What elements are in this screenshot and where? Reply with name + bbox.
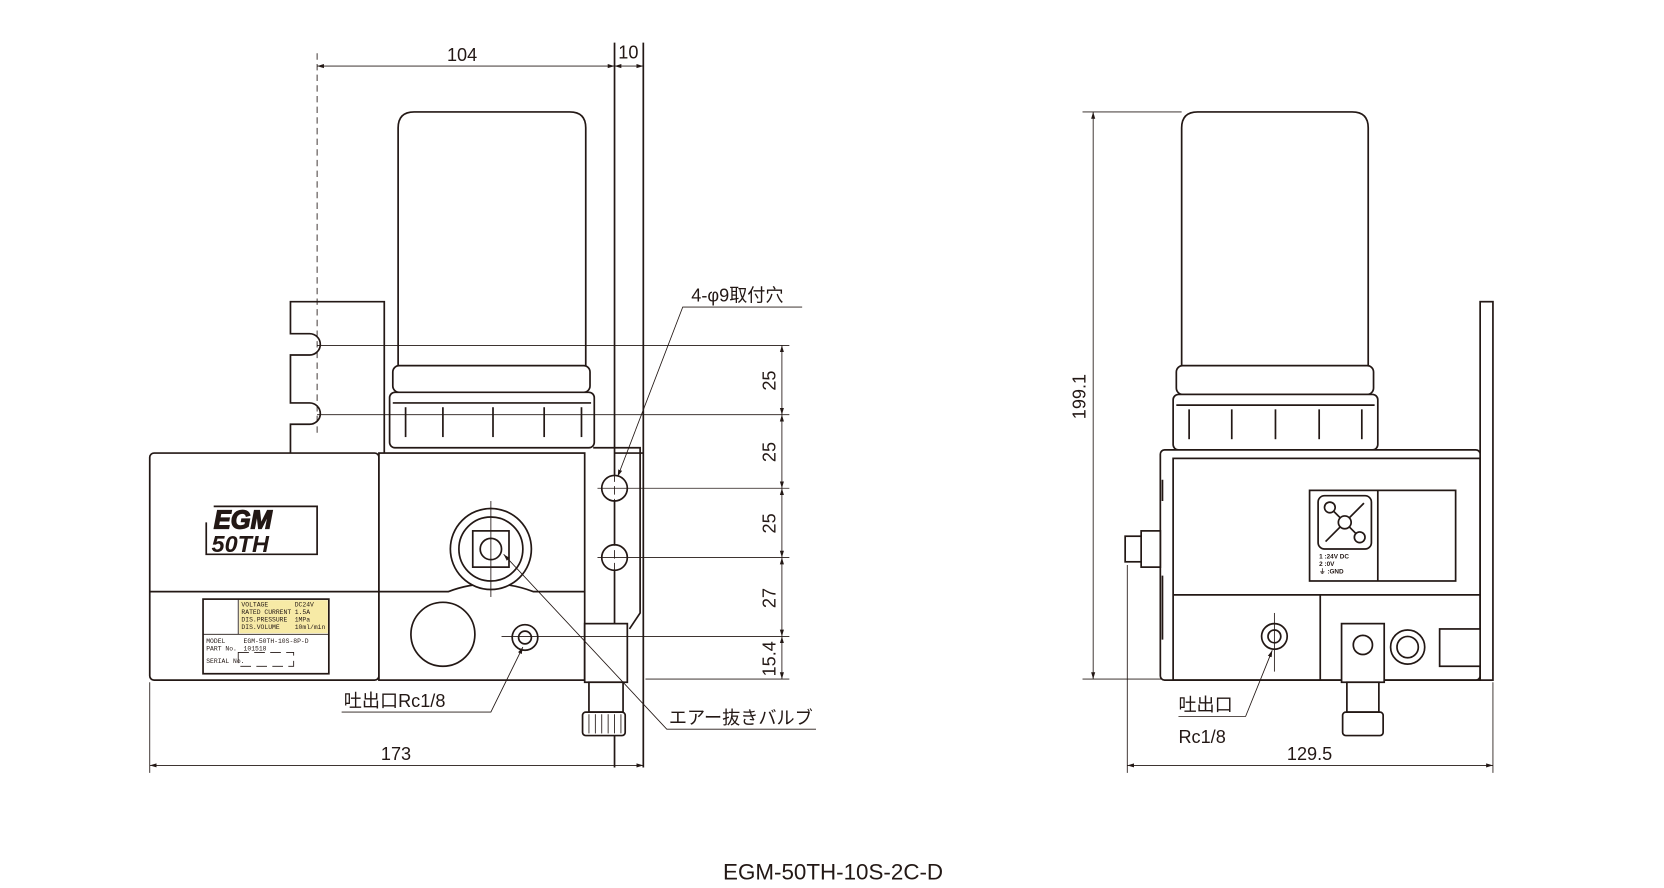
- reservoir-cap: [391, 364, 591, 394]
- brand-logo: EGM 50TH: [205, 505, 318, 557]
- reservoir-ring: [388, 391, 596, 449]
- label-outlet: 吐出口: [1178, 695, 1232, 715]
- dim-width-top: 104: [447, 45, 477, 65]
- svg-text:VOLTAGE: VOLTAGE: [241, 602, 268, 609]
- dim-width: 129.5: [1287, 744, 1332, 764]
- label-mount-holes: 4-φ9取付穴: [691, 286, 783, 306]
- dim-pitch: 25: [760, 370, 780, 390]
- svg-text:2 :0V: 2 :0V: [1319, 561, 1335, 568]
- reservoir: [397, 111, 587, 368]
- plug: [410, 601, 476, 668]
- svg-text:DC24V: DC24V: [295, 602, 314, 609]
- dim-pitch: 27: [760, 588, 780, 608]
- air-vent-block: [583, 622, 629, 684]
- svg-text:1MPa: 1MPa: [295, 616, 310, 623]
- dim-pitch: 25: [760, 442, 780, 462]
- connector-panel: 1 :24V DC 2 :0V ⏚ :GND: [1308, 489, 1457, 582]
- svg-text:10ml/min: 10ml/min: [295, 624, 326, 631]
- svg-text:PART No.: PART No.: [206, 645, 237, 652]
- svg-text:SERIAL No.: SERIAL No.: [206, 658, 244, 665]
- svg-text:⏚ :GND: ⏚ :GND: [1319, 568, 1344, 576]
- ring-ribs: [392, 402, 592, 438]
- reservoir-cap: [1175, 364, 1375, 396]
- svg-text:1 :24V DC: 1 :24V DC: [1319, 554, 1349, 561]
- side-bracket: [1479, 300, 1494, 681]
- label-outlet-size: Rc1/8: [1178, 727, 1225, 747]
- front-view: EGM 50TH VOLTAGE DC24V RATED CURRENT 1.5A …: [148, 43, 817, 773]
- dim-pitch: 25: [760, 513, 780, 533]
- model-title: EGM-50TH-10S-2C-D: [723, 859, 943, 884]
- svg-text:50TH: 50TH: [212, 531, 270, 557]
- air-vent-valve-knob: [1341, 711, 1384, 737]
- dim-height: 199.1: [1070, 374, 1090, 419]
- nameplate: VOLTAGE DC24V RATED CURRENT 1.5A DIS.PRESS…: [202, 598, 330, 675]
- side-view: 1 :24V DC 2 :0V ⏚ :GND 199.1 129.5 吐出口 R…: [1070, 111, 1494, 773]
- svg-text:MODEL: MODEL: [206, 638, 225, 645]
- svg-text:EGM: EGM: [214, 507, 273, 535]
- label-outlet: 吐出口Rc1/8: [344, 691, 446, 711]
- indicator-lamp: [1389, 629, 1426, 665]
- svg-text:1.5A: 1.5A: [295, 609, 310, 616]
- svg-text:DIS.PRESSURE: DIS.PRESSURE: [241, 616, 287, 623]
- reservoir: [1180, 111, 1370, 368]
- svg-text:101518: 101518: [244, 645, 267, 652]
- svg-text:EGM-50TH-10S-8P-D: EGM-50TH-10S-8P-D: [244, 638, 309, 645]
- dim-total-width: 173: [381, 744, 411, 764]
- dim-plate-offset: 10: [618, 43, 638, 63]
- label-air-valve: エアー抜きバルブ: [669, 707, 813, 728]
- mounting-bracket: [289, 300, 386, 454]
- dim-pitch: 15.4: [760, 641, 780, 676]
- side-fitting: [1140, 530, 1162, 568]
- terminal-cover: [1438, 628, 1481, 668]
- svg-text:DIS.VOLUME: DIS.VOLUME: [241, 624, 279, 631]
- svg-text:RATED CURRENT: RATED CURRENT: [241, 609, 291, 616]
- outlet-port: [511, 623, 539, 652]
